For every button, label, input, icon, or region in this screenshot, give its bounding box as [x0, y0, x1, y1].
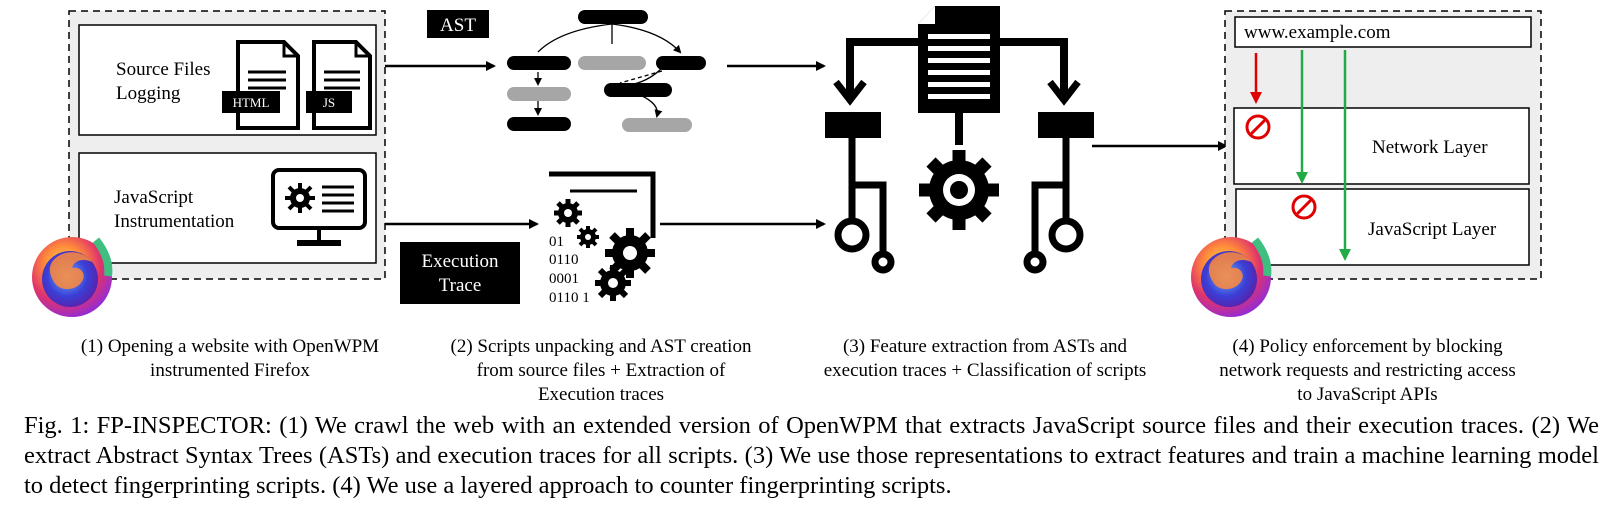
block-icon-javascript	[1291, 194, 1317, 220]
stage1-panel: Source Files Logging JavaScript Instrume…	[32, 10, 386, 317]
caption-name-rest: NSPECTOR	[140, 412, 266, 439]
svg-text:Trace: Trace	[439, 275, 482, 296]
binary-line-4: 0110 1	[549, 290, 590, 306]
firefox-logo-right	[1191, 237, 1272, 317]
svg-text:Execution: Execution	[421, 251, 499, 272]
url-text: www.example.com	[1244, 22, 1391, 43]
javascript-layer-label: JavaScript Layer	[1368, 219, 1497, 240]
block-icon-network	[1245, 114, 1271, 140]
stage1-caption: (1) Opening a website with OpenWPM instr…	[80, 336, 380, 381]
stage4-caption: (4) Policy enforcement by blocking netwo…	[1219, 336, 1516, 405]
source-files-label: Source Files	[116, 59, 210, 80]
stage3-classifier-icon	[825, 6, 1094, 274]
trace-document-icon	[549, 171, 656, 238]
javascript-layer-box	[1235, 188, 1530, 266]
monitor-settings-icon	[271, 168, 367, 246]
js-file-icon: JS	[306, 40, 372, 130]
pipeline-diagram: Source Files Logging JavaScript Instrume…	[32, 6, 1542, 317]
html-file-icon: HTML	[222, 40, 300, 130]
svg-text:AST: AST	[440, 15, 476, 36]
caption-prefix: Fig. 1:	[24, 412, 97, 439]
javascript-label: JavaScript	[114, 187, 194, 208]
binary-line-2: 0110	[549, 252, 578, 268]
logging-label: Logging	[116, 83, 181, 104]
js-badge: JS	[323, 95, 335, 110]
binary-line-1: 01	[549, 234, 564, 250]
binary-line-3: 0001	[549, 271, 579, 287]
instrumentation-label: Instrumentation	[114, 211, 235, 232]
stage2-caption: (2) Scripts unpacking and AST creation f…	[450, 336, 752, 405]
gear-large-icon	[605, 228, 655, 278]
html-badge: HTML	[233, 95, 270, 110]
ast-tag	[427, 10, 489, 38]
network-layer-label: Network Layer	[1372, 137, 1488, 158]
execution-trace-tag	[400, 242, 520, 304]
stage2-trace: Execution Trace	[400, 171, 656, 306]
figure-caption: Fig. 1: FP-INSPECTOR: (1) We crawl the w…	[24, 411, 1599, 501]
network-layer-box	[1233, 107, 1530, 185]
url-bar	[1234, 16, 1532, 48]
caption-name-f: FP-I	[96, 412, 141, 439]
caption-body: : (1) We crawl the web with an extended …	[24, 412, 1599, 499]
stage3-caption: (3) Feature extraction from ASTs and exe…	[823, 336, 1147, 381]
gear-small-icon	[554, 199, 582, 227]
gear-small2-icon	[577, 226, 599, 248]
stage4-panel: www.example.com Network Layer JavaScript…	[1191, 10, 1542, 317]
stage2-ast: AST	[427, 10, 706, 132]
firefox-logo-left	[32, 237, 113, 317]
gear-medium-icon	[595, 265, 631, 301]
